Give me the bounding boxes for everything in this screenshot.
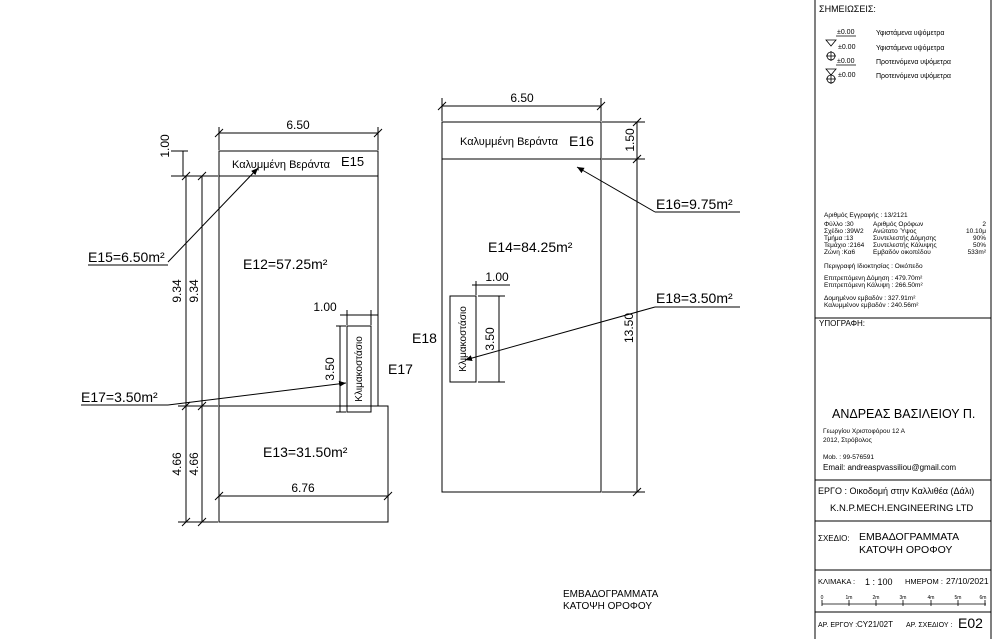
covered-area: Καλυμμένον εμβαδόν : 240.56m² [824, 301, 919, 309]
date-label: ΗΜΕΡΟΜ : [905, 577, 943, 586]
param-val-2: 90% [973, 235, 986, 242]
param-mid-4: Εμβαδόν οικοπέδου [873, 248, 931, 256]
right-stair-w: 1.00 [485, 270, 509, 284]
notes-heading: ΣΗΜΕΙΩΣΕΙΣ: [819, 4, 876, 14]
title-block-frame [814, 0, 992, 639]
allowed-cover: Επιτρεπόμενη Κάλυψη : 266.50m² [824, 281, 923, 289]
signature-heading: ΥΠΟΓΡΑΦΗ: [819, 319, 865, 328]
left-dim-bottom-a: 4.66 [170, 452, 184, 476]
right-dim-top: 6.50 [510, 91, 534, 105]
scale-tick-0: 0 [821, 595, 824, 601]
project-no-label: ΑΡ. ΕΡΓΟΥ : [818, 622, 857, 629]
address1: Γεωργίου Χριστοφόρου 12 Α [823, 427, 906, 435]
legend-2-value: ±0.00 [837, 58, 855, 65]
left-dim-top: 6.50 [286, 118, 310, 132]
e17-callout: E17=3.50m² [81, 389, 158, 405]
param-val-4: 533m² [968, 249, 987, 256]
e18-stair-rect [449, 295, 477, 383]
param-mid-1: Ανώτατο Ύψος [873, 227, 917, 235]
e12-area: E12=57.25m² [243, 256, 328, 272]
e14-area: E14=84.25m² [488, 239, 573, 255]
legend-1-value: ±0.00 [838, 44, 856, 51]
param-val-1: 10.10μ [966, 228, 986, 235]
right-stair-label: Κλιμακοστάσιο [457, 306, 469, 372]
region: Περιγραφή Ιδιοκτησίας : Οικόπεδο [824, 262, 923, 270]
left-veranda-label: Καλυμμένη Βεράντα [232, 159, 331, 171]
scale-tick-5: 5m [955, 595, 962, 601]
e16-callout: E16=9.75m² [656, 196, 733, 212]
param-left-3: Τεμάχιο :2164 [824, 241, 865, 249]
param-val-3: 50% [973, 242, 986, 249]
param-val-0: 2 [982, 221, 986, 228]
project-no: CY21/02T [857, 620, 893, 629]
e17-stair-rect [346, 325, 372, 413]
legend-0-text: Υφιστάμενα υψόμετρα [876, 29, 944, 37]
e15-callout: E15=6.50m² [88, 249, 165, 265]
param-mid-2: Συντελεστής Δόμησης [873, 234, 936, 242]
scale-label: ΚΛΙΜΑΚΑ : [818, 577, 855, 586]
left-stair-label: Κλιμακοστάσιο [353, 336, 365, 402]
param-left-0: Φύλλο :30 [824, 220, 854, 228]
scale-tick-4: 4m [928, 595, 935, 601]
registration: Αριθμός Εγγραφής : 13/2121 [824, 211, 908, 219]
right-stair-h: 3.50 [483, 327, 497, 351]
company: K.N.P.MECH.ENGINEERING LTD [830, 503, 973, 514]
caption-line2: ΚΑΤΟΨΗ ΟΡΟΦΟΥ [563, 601, 652, 612]
param-left-4: Ζώνη :Κα6 [824, 248, 856, 256]
plan-right [437, 98, 656, 497]
scale-tick-1: 1m [846, 595, 853, 601]
left-stair-w: 1.00 [313, 300, 337, 314]
param-left-2: Τμήμα :13 [824, 235, 854, 242]
left-veranda-id: E15 [341, 154, 364, 169]
drawing-no: E02 [958, 615, 983, 631]
legend-3-text: Προτεινόμενα υψόμετρα [876, 72, 951, 80]
drawing-label: ΣΧΕΔΙΟ: [818, 534, 850, 543]
left-dim-bottom-w: 6.76 [291, 481, 315, 495]
left-dim-b: 9.34 [187, 279, 201, 303]
engineer-name: ΑΝΔΡΕΑΣ ΒΑΣΙΛΕΙΟΥ Π. [832, 407, 975, 421]
left-dim-a: 9.34 [170, 279, 184, 303]
scale-tick-6: 6m [980, 595, 987, 601]
right-veranda-label: Καλυμμένη Βεράντα [460, 136, 559, 148]
legend-2-text: Προτεινόμενα υψόμετρα [876, 58, 951, 66]
param-left-1: Σχέδιο :39W2 [824, 227, 864, 235]
right-veranda-id: E16 [569, 133, 594, 149]
built-area: Δομημένον εμβαδόν : 327.91m² [824, 294, 916, 302]
param-mid-3: Συντελεστής Κάλυψης [873, 241, 937, 249]
scale-tick-3: 3m [900, 595, 907, 601]
e18-id: E18 [412, 330, 437, 346]
date-value: 27/10/2021 [946, 576, 989, 586]
param-mid-0: Αριθμός Ορόφων [873, 220, 923, 228]
e13-area: E13=31.50m² [263, 444, 348, 460]
right-dim-veranda: 1.50 [623, 128, 637, 152]
allowed-build: Επιτρεπόμενη Δόμηση : 479.70m² [824, 274, 923, 282]
drawing-title2: ΚΑΤΟΨΗ ΟΡΟΦΟΥ [859, 544, 952, 556]
legend-1-text: Υφιστάμενα υψόμετρα [876, 44, 944, 52]
drawing-no-label: ΑΡ. ΣΧΕΔΙΟΥ : [906, 622, 952, 629]
email: Email: andreaspvassiliou@gmail.com [823, 463, 956, 472]
left-dim-veranda: 1.00 [158, 134, 172, 158]
legend-0-value: ±0.00 [837, 29, 855, 36]
caption-line1: ΕΜΒΑΔΟΓΡΑΜΜΑΤΑ [563, 589, 659, 600]
right-dim-height: 13.50 [622, 313, 636, 343]
scale-value: 1 : 100 [865, 577, 893, 587]
e13-room-rect [218, 405, 389, 523]
project: ΕΡΓΟ : Οικοδομή στην Καλλιθέα (Δάλι) [818, 486, 974, 496]
mob: Mob. : 99-576591 [823, 454, 874, 461]
scale-bar [821, 600, 986, 606]
left-dim-bottom-b: 4.66 [187, 452, 201, 476]
address2: 2012, Στρόβολος [823, 436, 872, 444]
e18-callout: E18=3.50m² [656, 290, 733, 306]
legend-symbols [825, 35, 856, 84]
left-stair-h: 3.50 [323, 357, 337, 381]
plan-left [167, 127, 393, 527]
drawing-title1: ΕΜΒΑΔΟΓΡΑΜΜΑΤΑ [859, 531, 959, 543]
e17-id: E17 [388, 361, 413, 377]
scale-tick-2: 2m [873, 595, 880, 601]
legend-3-value: ±0.00 [838, 72, 856, 79]
e14-room-rect [441, 158, 602, 493]
